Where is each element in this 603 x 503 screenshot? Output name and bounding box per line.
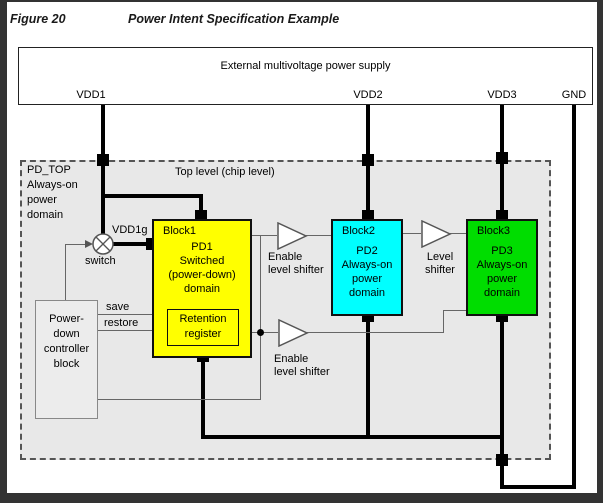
pd-top-domain-label: PD_TOP Always-on power domain — [27, 163, 78, 223]
pd-top-line: domain — [27, 209, 64, 221]
wire-vdd1-branch-v — [199, 194, 203, 219]
wire-gnd-rail — [201, 435, 504, 439]
power-switch-icon — [92, 233, 114, 255]
external-supply-box: External multivoltage power supply — [18, 47, 593, 105]
block3-name: Block3 — [477, 225, 511, 237]
label-line: Enable — [274, 353, 309, 365]
wire-block3-gnd — [500, 316, 504, 489]
pin-vdd1: VDD1 — [76, 89, 106, 101]
block1-name: Block1 — [163, 225, 197, 237]
block3-line: Always-on — [476, 259, 528, 271]
block1-line: (power-down) — [168, 269, 236, 281]
retention-line: register — [184, 328, 222, 340]
figure-number: Figure 20 — [10, 12, 66, 26]
block2-line: Always-on — [341, 259, 393, 271]
wire-block2-gnd — [366, 316, 370, 439]
controller-line: block — [53, 358, 80, 370]
enable-level-shifter-icon — [277, 222, 308, 250]
block2-line: domain — [348, 287, 386, 299]
block3-line: PD3 — [491, 245, 513, 257]
label-line: level shifter — [274, 366, 330, 378]
controller-line: down — [53, 328, 80, 340]
wire-restore — [98, 330, 159, 331]
wire-ls1-to-b2 — [306, 235, 331, 236]
level-shifter-icon — [421, 220, 452, 248]
controller-line: Power- — [49, 313, 84, 325]
connection-square — [496, 152, 508, 164]
power-down-controller-block: Power- down controller block — [35, 300, 98, 419]
retention-line: Retention — [179, 313, 227, 325]
retention-register-box: Retention register — [167, 309, 239, 346]
wire-gnd — [572, 105, 576, 489]
enable-level-shifter-icon — [278, 319, 309, 347]
figure-title: Power Intent Specification Example — [128, 12, 340, 26]
switch-label: switch — [85, 255, 116, 267]
wire-enable-h — [98, 399, 261, 400]
wire-ls3-to-b3 — [450, 233, 466, 234]
block2-name: Block2 — [342, 225, 376, 237]
enable-level-shifter-label-upper: Enable level shifter — [268, 251, 324, 277]
block2-pd2: Block2 PD2 Always-on power domain — [331, 219, 403, 316]
block3-line: domain — [483, 287, 521, 299]
block1-line: Switched — [179, 255, 225, 267]
block1-line: domain — [183, 283, 221, 295]
wire-vdd1g — [113, 242, 152, 246]
wire-vdd1-branch-h — [101, 194, 203, 198]
connection-square — [496, 454, 508, 466]
arrowhead-icon — [85, 240, 93, 248]
enable-level-shifter-label-lower: Enable level shifter — [274, 353, 330, 379]
wire-ls2-out-v — [443, 311, 444, 333]
wire-ls2-to-b3 — [443, 310, 466, 311]
block3-line: power — [487, 273, 517, 285]
label-line: level shifter — [268, 264, 324, 276]
label-line: Enable — [268, 251, 303, 263]
wire-switch-ctrl-v — [65, 244, 66, 300]
wire-vdd1 — [101, 105, 105, 236]
vdd1g-label: VDD1g — [112, 224, 148, 236]
block3-pd3: Block3 PD3 Always-on power domain — [466, 219, 538, 316]
wire-b1-to-ls1 — [252, 235, 277, 236]
connection-square — [362, 154, 374, 166]
pin-vdd2: VDD2 — [353, 89, 383, 101]
save-label: save — [106, 301, 130, 313]
block1-line: PD1 — [191, 241, 213, 253]
restore-label: restore — [104, 317, 139, 329]
wire-enable-v — [260, 236, 261, 400]
wire-gnd-return — [500, 485, 576, 489]
controller-line: controller — [43, 343, 90, 355]
label-line: Level — [426, 251, 454, 263]
block1-pd1: Block1 PD1 Switched (power-down) domain … — [152, 219, 252, 358]
wire-block1-gnd — [201, 358, 205, 439]
pd-top-line: power — [27, 194, 57, 206]
junction-dot — [257, 329, 264, 336]
block2-line: PD2 — [356, 245, 378, 257]
label-line: shifter — [425, 264, 455, 276]
top-level-label: Top level (chip level) — [175, 166, 275, 178]
connection-square — [97, 154, 109, 166]
block2-line: power — [352, 273, 382, 285]
wire-save — [98, 314, 159, 315]
wire-b2-to-ls3 — [403, 233, 421, 234]
wire-ls2-out-h — [307, 332, 444, 333]
pin-vdd3: VDD3 — [487, 89, 517, 101]
wire-switch-ctrl-h — [65, 244, 86, 245]
wire-ret-to-ls2 — [252, 332, 278, 333]
pin-gnd: GND — [561, 89, 587, 101]
level-shifter-label: Level shifter — [421, 251, 459, 277]
pd-top-line: PD_TOP — [27, 164, 71, 176]
supply-label: External multivoltage power supply — [220, 60, 391, 72]
pd-top-line: Always-on — [27, 179, 78, 191]
